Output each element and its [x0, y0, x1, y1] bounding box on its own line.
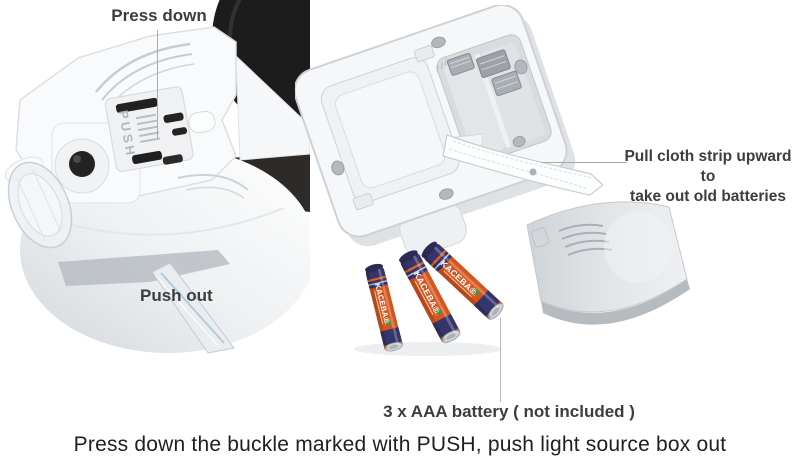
battery: KACEBA®: [365, 263, 403, 352]
screw-hole: [514, 59, 528, 75]
batteries-shadow: [354, 342, 502, 356]
dome-edge-shadow: [58, 250, 230, 286]
battery-green-dot: [473, 289, 479, 295]
leader-line-pull-strip: [541, 162, 627, 163]
latch-tab: [352, 193, 374, 211]
latch-tab: [413, 45, 435, 63]
screw-hole: [431, 36, 446, 49]
battery: KACEBA®: [399, 250, 461, 343]
leader-line-press-down: [157, 30, 158, 138]
press-down-label: Press down: [111, 6, 207, 25]
cover-tab: [531, 227, 550, 248]
buckle-slot: [115, 97, 158, 114]
screw-hole: [512, 135, 526, 148]
caption: Press down the buckle marked with PUSH, …: [73, 433, 727, 456]
battery-contacts: [436, 49, 522, 97]
dome-shade-arc: [47, 207, 285, 236]
cover-thickness: [541, 279, 690, 325]
push-buckle: PUSH: [104, 86, 194, 172]
pull-strip-label: Pull cloth strip upward to take out old …: [618, 147, 798, 207]
buckle-tab: [188, 110, 216, 134]
battery-green-dot: [436, 308, 442, 315]
compartment-channel: [444, 56, 505, 158]
pull-strip-label-line2: take out old batteries: [630, 188, 786, 206]
battery-note-label: 3 x AAA battery ( not included ): [383, 402, 635, 421]
lower-arc: [185, 186, 245, 199]
cover-highlight: [604, 211, 672, 283]
light-box-strip: [151, 262, 235, 354]
grip-ridges: [135, 113, 161, 143]
opened-light-box-photo: [295, 5, 604, 257]
buckle-slot: [172, 127, 188, 136]
buckle-slot: [162, 154, 183, 165]
cloth-strip: [442, 134, 604, 196]
push-out-label: Push out: [140, 286, 213, 305]
strip-hole: [529, 168, 537, 176]
leader-line-battery-note: [500, 318, 501, 402]
box-lid-inner: [334, 71, 446, 189]
screw-hole: [331, 160, 345, 176]
lower-arc: [177, 173, 249, 191]
left-device-photo: PUSH: [4, 0, 310, 354]
battery-green-dot: [386, 320, 391, 326]
buckle-slot: [163, 112, 184, 123]
adjust-knob: [69, 151, 95, 177]
batteries-photo: KACEBA® KACEBA®: [354, 241, 504, 356]
battery-cover-photo: [526, 201, 690, 325]
screw-hole: [438, 188, 454, 200]
right-arm: [235, 54, 310, 161]
headband-arc: [101, 53, 193, 101]
led-lens: [4, 156, 73, 249]
knob-highlight: [73, 155, 81, 163]
headband-arc: [95, 42, 191, 93]
buckle-slot: [131, 150, 163, 165]
cover-ridges: [558, 223, 613, 256]
pull-strip-label-line1: Pull cloth strip upward to: [624, 148, 792, 186]
